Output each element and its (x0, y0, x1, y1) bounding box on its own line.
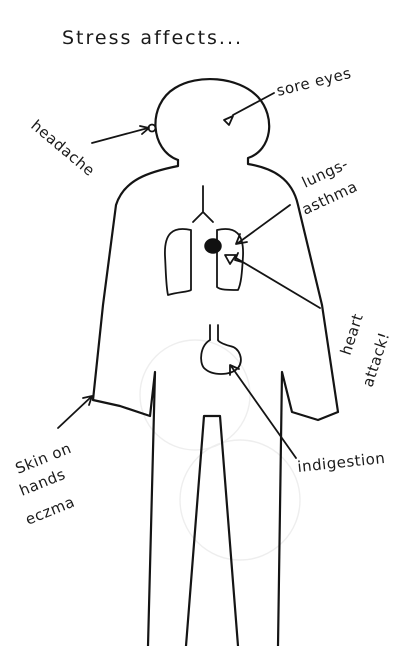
sore-eyes-marker-icon (224, 116, 233, 125)
lungs (165, 186, 243, 295)
headache-pointer (92, 128, 148, 143)
label-heart-line2: attack! (359, 330, 394, 389)
label-indigestion: indigestion (297, 449, 387, 476)
title-text: Stress affects... (62, 27, 243, 49)
paper-show-through (140, 340, 300, 560)
trachea (193, 186, 213, 222)
label-heart-line1: heart (337, 311, 367, 357)
left-lung (165, 229, 191, 295)
skin-pointer (58, 397, 91, 428)
body-outline (155, 79, 338, 646)
heart-pointer (236, 258, 320, 308)
esophagus (210, 325, 218, 340)
label-sore-eyes: sore eyes (275, 64, 354, 100)
lungs-pointer (238, 205, 290, 243)
heart-shape (205, 239, 221, 253)
label-headache: headache (27, 116, 98, 180)
body-outline-left (93, 160, 178, 646)
label-skin-line3: eczma (23, 493, 78, 529)
